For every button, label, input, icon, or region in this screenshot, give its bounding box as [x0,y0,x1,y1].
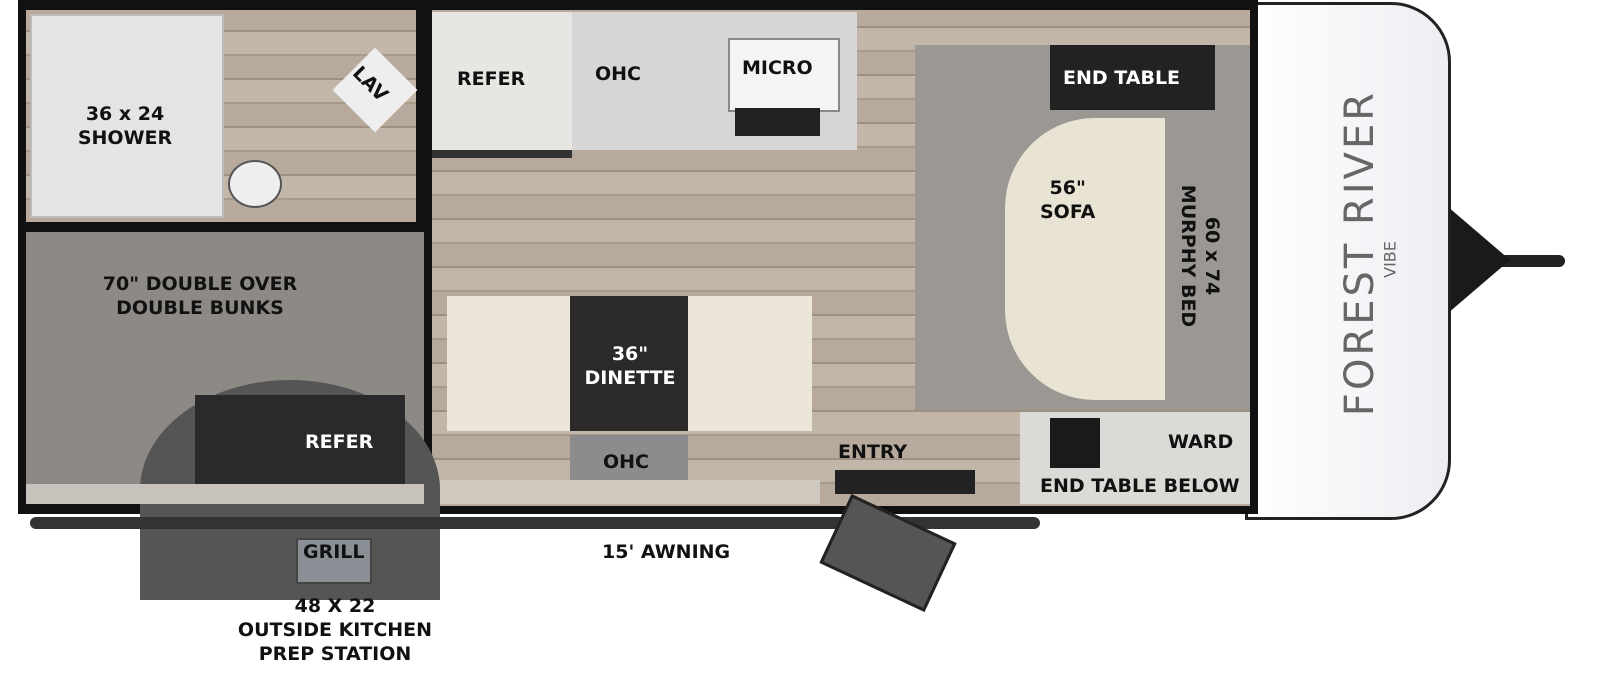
toilet [228,160,282,208]
brand-logo: FOREST RIVER VIBE [1337,89,1400,417]
bunk-refer [195,395,405,485]
stove [735,108,820,136]
dinette-table [570,296,688,431]
entry-door[interactable] [835,470,975,494]
hitch-tongue [1440,200,1510,320]
dinette-floor [440,480,820,504]
kitchen-ohc-label: OHC [595,63,641,85]
micro-label: MICRO [742,57,813,79]
sofa [1005,118,1165,400]
front-cap [1245,2,1451,520]
microwave [728,38,840,112]
refrigerator [432,12,572,158]
grill[interactable] [296,538,372,584]
shower [30,14,224,218]
end-table [1050,45,1215,110]
dinette-ohc [570,435,688,480]
ward-label: WARD [1168,431,1234,453]
entry-label: ENTRY [838,441,908,463]
bunk-floor [26,484,424,504]
sofa-label: 56"SOFA [1040,177,1096,223]
end-table-below-label: END TABLE BELOW [1040,475,1240,497]
bunk-refer-label: REFER [305,431,374,453]
awning-label: 15' AWNING [602,541,731,563]
end-table-below [1050,418,1100,468]
kitchen-refer-label: REFER [457,68,526,90]
end-table-label: END TABLE [1063,67,1181,89]
dinette-ohc-label: OHC [603,451,649,473]
grill-label: GRILL [303,541,365,563]
awning-bar [30,517,1040,529]
dinette-label: 36"DINETTE [584,343,676,389]
